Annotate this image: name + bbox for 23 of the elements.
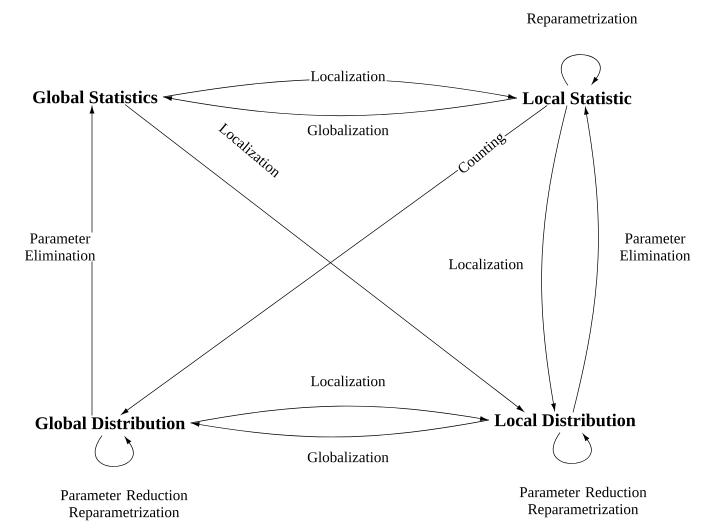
edge-label: Reparametrization — [526, 12, 638, 28]
edge-label: Localization — [448, 258, 524, 270]
edge-label: Localization — [310, 374, 386, 388]
state-label: Global Distribution — [36, 416, 185, 430]
loop-arrow — [552, 432, 592, 464]
state-label: Local Statistic — [522, 92, 632, 104]
edge-label: Parameter Elimination — [614, 232, 696, 262]
edge-label: Parameter Reduction Reparametrization — [53, 488, 195, 522]
edge-label: Localization — [310, 70, 386, 82]
state-label: Local Distribution — [494, 414, 636, 426]
arrow — [164, 96, 518, 116]
loop-arrow — [94, 435, 134, 467]
edge-label: Globalization — [306, 450, 390, 464]
arrow — [90, 106, 94, 416]
edge-label: Parameter Elimination — [19, 232, 101, 262]
edge-label: Parameter Reduction Reparametrization — [512, 486, 654, 518]
state-label: Global Statistics — [33, 90, 158, 104]
arrow — [190, 406, 488, 424]
arrow — [572, 107, 599, 413]
arrow — [541, 105, 568, 411]
arrow — [192, 420, 490, 438]
loop-arrow — [560, 54, 600, 86]
edge-label: Globalization — [306, 124, 390, 136]
